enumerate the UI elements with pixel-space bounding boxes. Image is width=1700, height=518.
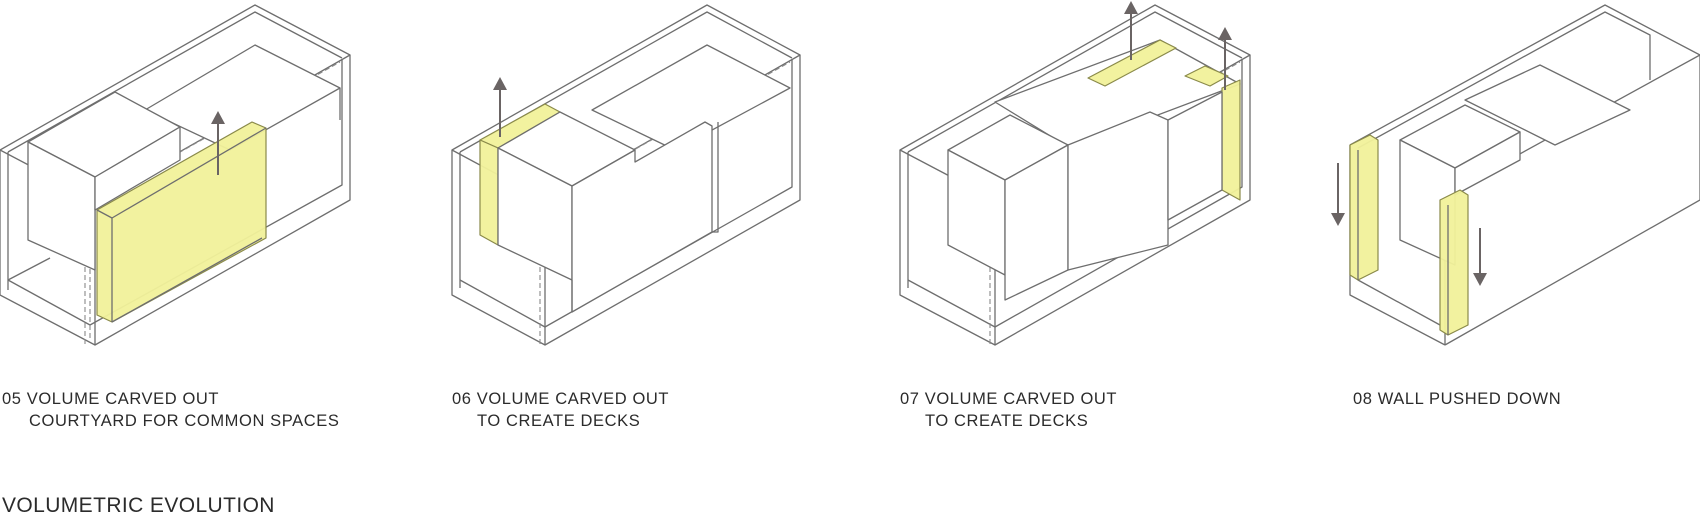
down-arrow-icon (1473, 273, 1487, 286)
caption-06: 06 VOLUME CARVED OUT TO CREATE DECKS (452, 388, 669, 432)
caption-05: 05 VOLUME CARVED OUT COURTYARD FOR COMMO… (2, 388, 339, 432)
diagram-05 (0, 4, 351, 346)
caption-05-line1: 05 VOLUME CARVED OUT (2, 390, 220, 408)
up-arrow-icon (211, 111, 225, 124)
diagram-07 (899, 1, 1251, 346)
diagram-08 (1331, 4, 1700, 346)
caption-06-line2: TO CREATE DECKS (477, 412, 641, 430)
caption-07: 07 VOLUME CARVED OUT TO CREATE DECKS (900, 388, 1117, 432)
caption-07-line1: 07 VOLUME CARVED OUT (900, 390, 1118, 408)
caption-08-line1: 08 WALL PUSHED DOWN (1353, 390, 1562, 408)
up-arrow-icon (1124, 1, 1138, 14)
caption-07-line2: TO CREATE DECKS (925, 412, 1089, 430)
diagram-06 (451, 4, 801, 346)
caption-08: 08 WALL PUSHED DOWN (1353, 388, 1561, 410)
caption-05-line2: COURTYARD FOR COMMON SPACES (29, 412, 340, 430)
up-arrow-icon (1218, 27, 1232, 40)
up-arrow-icon (493, 77, 507, 90)
down-arrow-icon (1331, 213, 1345, 226)
page-title: VOLUMETRIC EVOLUTION (2, 494, 275, 517)
caption-06-line1: 06 VOLUME CARVED OUT (452, 390, 670, 408)
